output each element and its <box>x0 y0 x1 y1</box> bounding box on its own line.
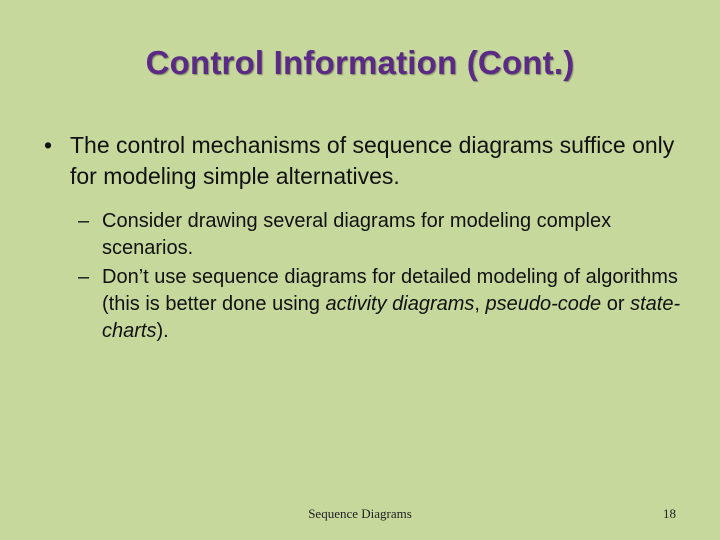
sub-bullet-item: – Don’t use sequence diagrams for detail… <box>78 264 684 345</box>
text-run: or <box>601 293 631 315</box>
text-run: , <box>474 293 486 315</box>
sub-bullet-text: Don’t use sequence diagrams for detailed… <box>102 264 684 345</box>
sub-bullet-text: Consider drawing several diagrams for mo… <box>102 210 612 259</box>
page-number: 18 <box>663 506 676 521</box>
sub-bullet-marker: – <box>78 266 90 288</box>
italic-term: pseudo-code <box>485 293 602 315</box>
slide-body: • The control mechanisms of sequence dia… <box>44 130 684 345</box>
text-run: Don’t use sequence diagrams for detailed… <box>102 266 678 315</box>
bullet-text: The control mechanisms of sequence diagr… <box>70 132 675 189</box>
text-run: ). <box>156 320 169 342</box>
footer-label: Sequence Diagrams <box>308 506 412 521</box>
italic-term: activity diagrams <box>325 293 475 315</box>
sub-bullet-item: – Consider drawing several diagrams for … <box>78 208 684 262</box>
bullet-item: • The control mechanisms of sequence dia… <box>44 130 684 192</box>
sub-bullet-list: – Consider drawing several diagrams for … <box>78 208 684 345</box>
sub-bullet-marker: – <box>78 210 90 232</box>
slide-title: Control Information (Cont.) <box>145 44 575 81</box>
italic-term: state-charts <box>102 293 681 342</box>
bullet-marker: • <box>44 132 53 158</box>
